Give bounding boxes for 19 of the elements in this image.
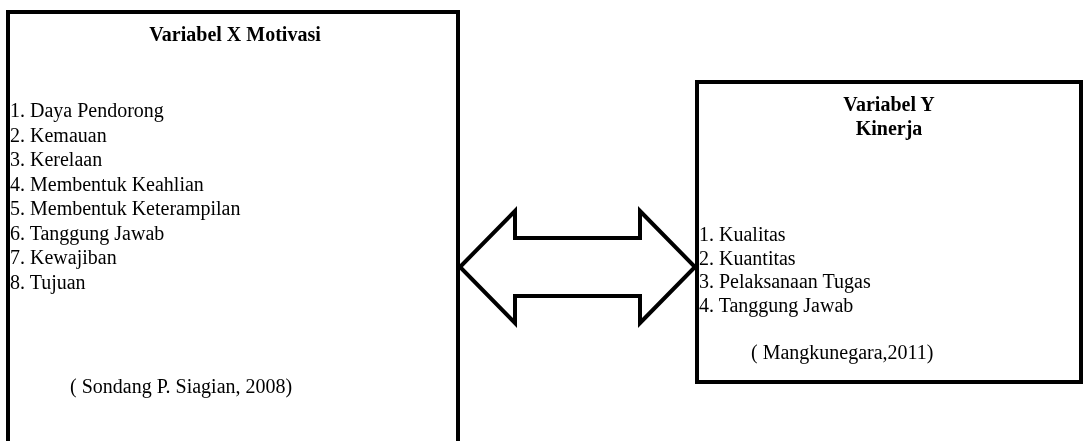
variable-box — [6, 10, 460, 441]
double-block-arrow — [457, 206, 698, 328]
list-item: 4. Membentuk Keahlian — [10, 171, 204, 196]
citation: ( Sondang P. Siagian, 2008) — [70, 374, 293, 398]
list-item: 8. Tujuan — [10, 269, 86, 294]
list-item: 2. Kuantitas — [699, 245, 796, 270]
box-heading: Variabel X Motivasi — [148, 22, 322, 46]
list-item: 1. Daya Pendorong — [10, 98, 164, 122]
citation: ( Mangkunegara,2011) — [751, 340, 934, 364]
list-item: 4. Tanggung Jawab — [699, 293, 854, 317]
list-item: 3. Kerelaan — [10, 147, 103, 171]
list-item: 7. Kewajiban — [10, 245, 117, 269]
list-item: 5. Membentuk Keterampilan — [10, 196, 241, 220]
list-item: 6. Tanggung Jawab — [10, 220, 165, 245]
list-item: 3. Pelaksanaan Tugas — [699, 269, 871, 293]
list-item: 2. Kemauan — [10, 122, 107, 147]
list-item: 1. Kualitas — [699, 222, 786, 246]
box-heading: Variabel Y Kinerja — [842, 92, 936, 140]
variable-box — [695, 80, 1083, 384]
